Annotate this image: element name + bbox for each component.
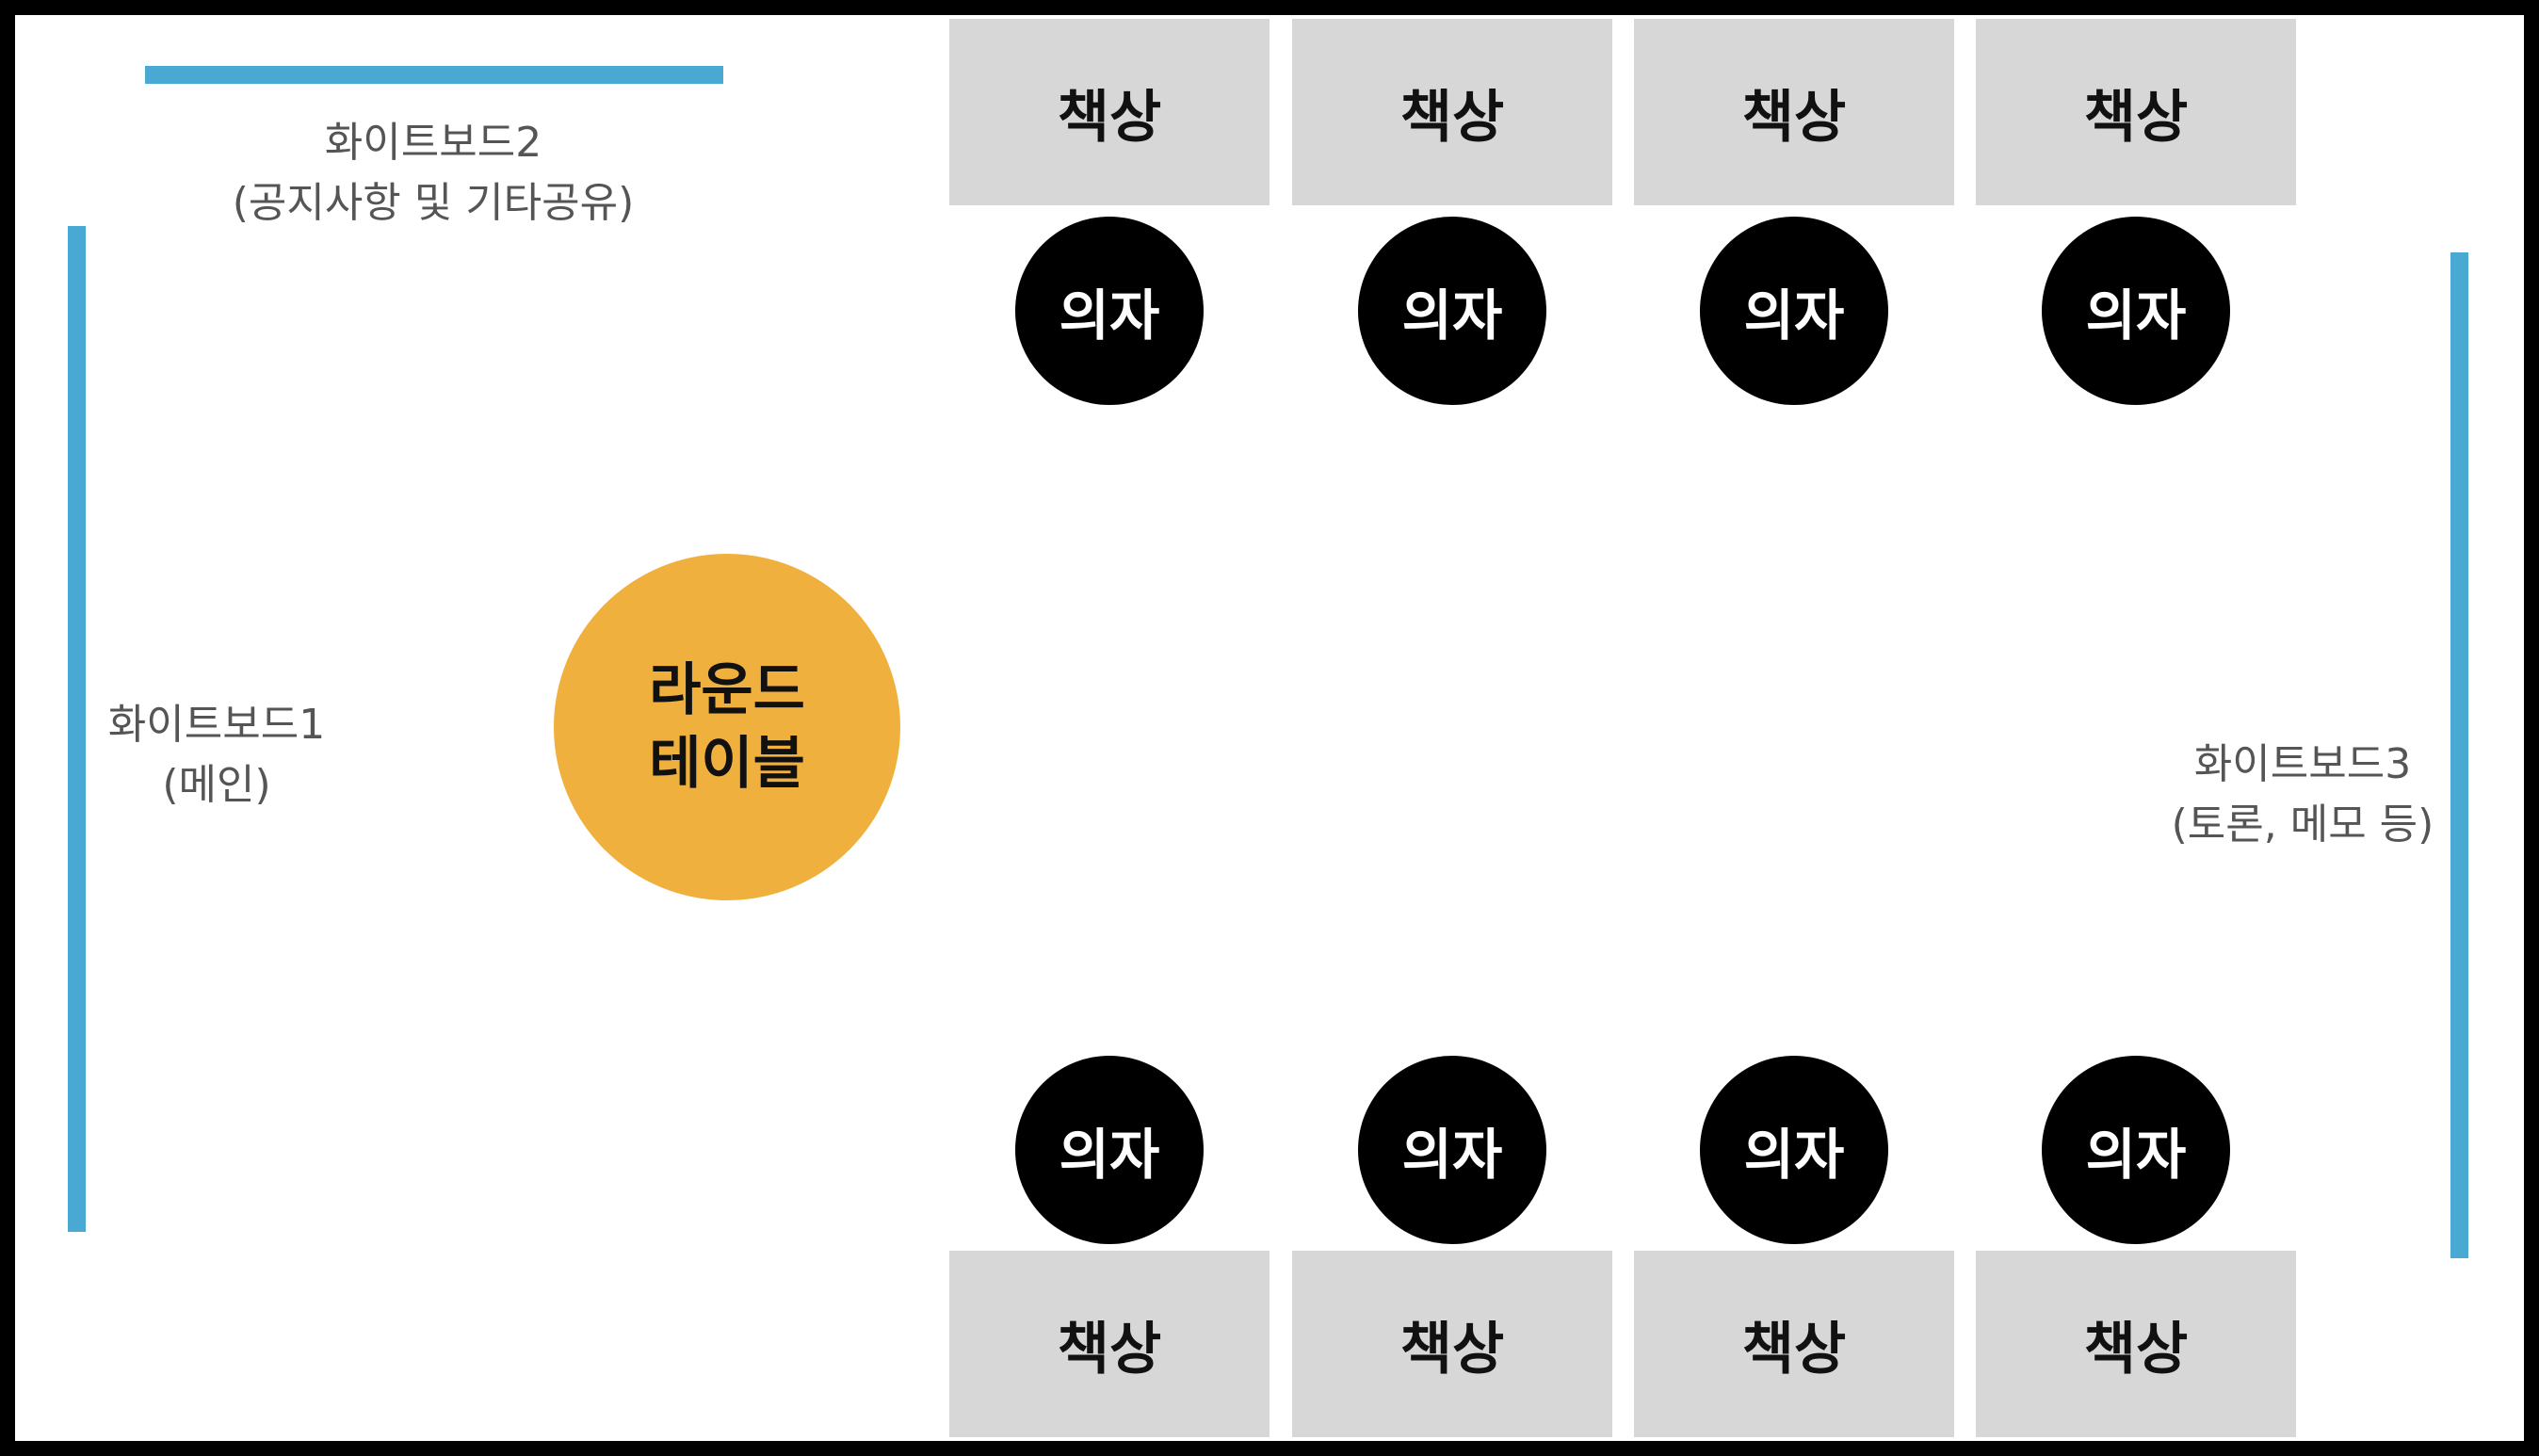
whiteboard-2-label: 화이트보드2 (공지사항 및 기타공유): [170, 113, 697, 234]
round-table: 라운드 테이블: [554, 554, 900, 900]
chair-top-2: 의자: [1358, 217, 1546, 405]
whiteboard-2-bar: [145, 66, 723, 84]
chair-bottom-1: 의자: [1015, 1056, 1204, 1244]
whiteboard-3-subtitle: (토론, 메모 등): [2171, 801, 2434, 849]
desk-label: 책상: [1057, 84, 1162, 151]
desk-label: 책상: [1399, 84, 1505, 151]
desk-label: 책상: [2083, 84, 2189, 151]
desk-bottom-2: 책상: [1292, 1251, 1612, 1437]
chair-top-1: 의자: [1015, 217, 1204, 405]
chair-label: 의자: [1059, 1123, 1160, 1187]
desk-top-3: 책상: [1634, 19, 1954, 205]
whiteboard-1-label: 화이트보드1 (메인): [75, 695, 358, 816]
desk-label: 책상: [1741, 1316, 1847, 1383]
whiteboard-3-label: 화이트보드3 (토론, 메모 등): [2138, 735, 2467, 855]
desk-bottom-4: 책상: [1976, 1251, 2296, 1437]
chair-label: 의자: [2085, 283, 2187, 348]
desk-bottom-1: 책상: [949, 1251, 1270, 1437]
desk-bottom-3: 책상: [1634, 1251, 1954, 1437]
whiteboard-1-bar: [68, 226, 86, 1232]
desk-label: 책상: [1399, 1316, 1505, 1383]
whiteboard-1-subtitle: (메인): [162, 761, 271, 809]
whiteboard-2-subtitle: (공지사항 및 기타공유): [232, 179, 635, 227]
chair-top-3: 의자: [1700, 217, 1888, 405]
chair-bottom-3: 의자: [1700, 1056, 1888, 1244]
round-table-label-line2: 테이블: [649, 731, 805, 797]
chair-label: 의자: [1401, 1123, 1503, 1187]
desk-top-4: 책상: [1976, 19, 2296, 205]
chair-label: 의자: [1401, 283, 1503, 348]
round-table-label-line1: 라운드: [649, 657, 805, 723]
desk-label: 책상: [1057, 1316, 1162, 1383]
chair-bottom-4: 의자: [2042, 1056, 2230, 1244]
chair-label: 의자: [1743, 1123, 1845, 1187]
chair-label: 의자: [2085, 1123, 2187, 1187]
chair-top-4: 의자: [2042, 217, 2230, 405]
whiteboard-1-title: 화이트보드1: [107, 701, 326, 749]
desk-top-1: 책상: [949, 19, 1270, 205]
desk-label: 책상: [2083, 1316, 2189, 1383]
chair-label: 의자: [1059, 283, 1160, 348]
chair-bottom-2: 의자: [1358, 1056, 1546, 1244]
whiteboard-3-bar: [2450, 252, 2468, 1258]
desk-top-2: 책상: [1292, 19, 1612, 205]
whiteboard-2-title: 화이트보드2: [324, 119, 542, 167]
desk-label: 책상: [1741, 84, 1847, 151]
whiteboard-3-title: 화이트보드3: [2193, 740, 2412, 788]
chair-label: 의자: [1743, 283, 1845, 348]
